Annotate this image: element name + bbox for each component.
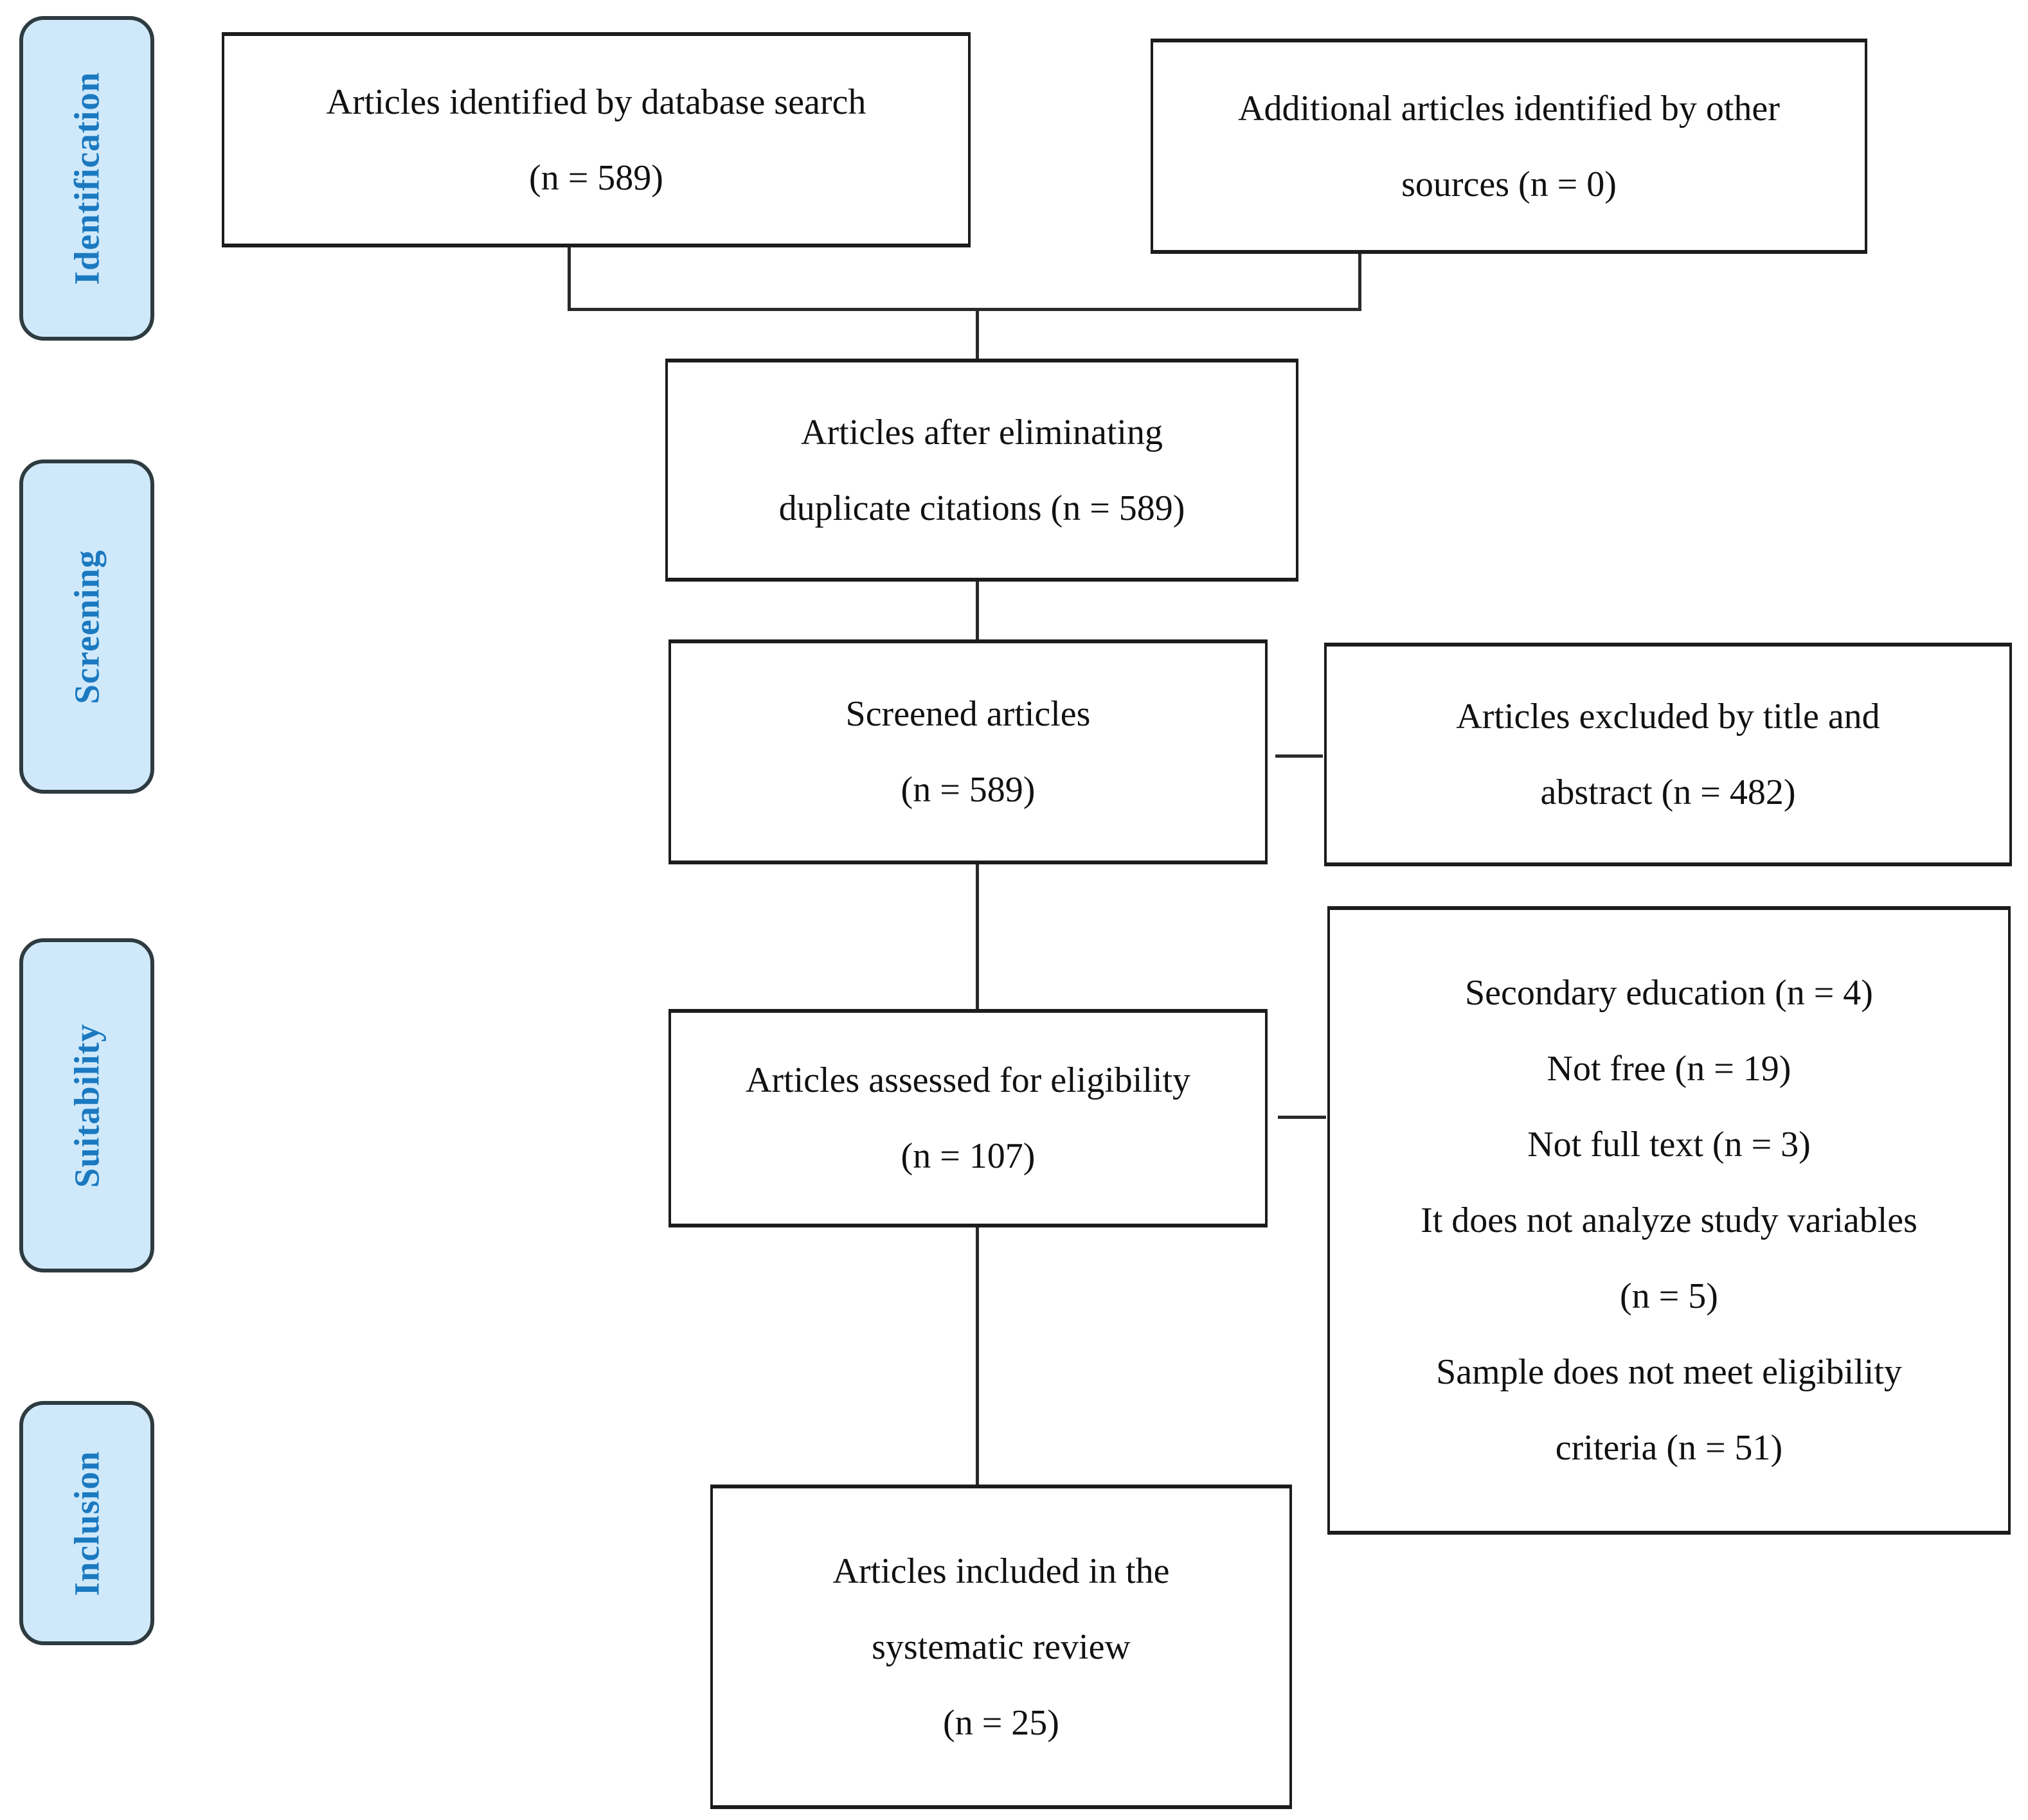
box-excluded-title-abstract: Articles excluded by title and abstract … [1324,643,2012,866]
connector-to-deduplicated [976,308,979,361]
box-text-line: (n = 25) [943,1702,1059,1743]
box-text-line: systematic review [872,1627,1131,1667]
connector-assessed-to-reasons [1278,1116,1326,1119]
stage-label: Inclusion [67,1450,107,1596]
stage-suitability: Suitability [19,938,154,1272]
box-text-line: Screened articles [845,694,1091,734]
box-text-line: (n = 5) [1620,1276,1718,1316]
box-text-line: Not free (n = 19) [1547,1049,1791,1089]
connector-identified-down [568,247,571,311]
box-after-deduplication: Articles after eliminating duplicate cit… [665,359,1298,582]
box-identified-by-database: Articles identified by database search (… [222,32,971,247]
box-text-line: (n = 589) [901,770,1036,810]
box-text-line: sources (n = 0) [1401,164,1617,204]
box-text-line: (n = 589) [529,157,663,198]
box-text-line: Additional articles identified by other [1238,88,1780,129]
box-text-line: criteria (n = 51) [1555,1428,1783,1468]
box-screened: Screened articles (n = 589) [669,639,1268,864]
connector-merge-horizontal [568,308,1361,311]
box-text-line: Articles excluded by title and [1456,697,1880,736]
box-included: Articles included in the systematic revi… [710,1485,1292,1809]
stage-inclusion: Inclusion [19,1401,154,1645]
connector-deduplicated-to-screened [976,582,979,642]
box-text-line: Articles included in the [832,1551,1170,1591]
stage-label: Identification [67,71,107,285]
box-assessed-eligibility: Articles assessed for eligibility (n = 1… [669,1009,1268,1227]
stage-label: Suitability [67,1023,107,1188]
box-text-line: It does not analyze study variables [1421,1200,1917,1240]
stage-label: Screening [67,549,107,704]
box-text-line: Articles after eliminating [801,412,1163,452]
box-text-line: Articles identified by database search [326,82,866,122]
connector-screened-to-assessed [976,864,979,1012]
box-text-line: Articles assessed for eligibility [745,1060,1191,1100]
box-text-line: abstract (n = 482) [1540,772,1796,812]
box-exclusion-reasons: Secondary education (n = 4) Not free (n … [1327,906,2011,1535]
box-text-line: Not full text (n = 3) [1527,1125,1811,1164]
connector-additional-down [1358,254,1361,311]
connector-screened-to-excluded [1275,754,1323,758]
box-additional-sources: Additional articles identified by other … [1151,39,1867,254]
box-text-line: Secondary education (n = 4) [1465,973,1873,1013]
connector-assessed-to-included [976,1227,979,1487]
box-text-line: Sample does not meet eligibility [1436,1352,1902,1392]
stage-identification: Identification [19,16,154,341]
box-text-line: duplicate citations (n = 589) [778,488,1185,528]
stage-screening: Screening [19,459,154,794]
box-text-line: (n = 107) [901,1136,1036,1176]
